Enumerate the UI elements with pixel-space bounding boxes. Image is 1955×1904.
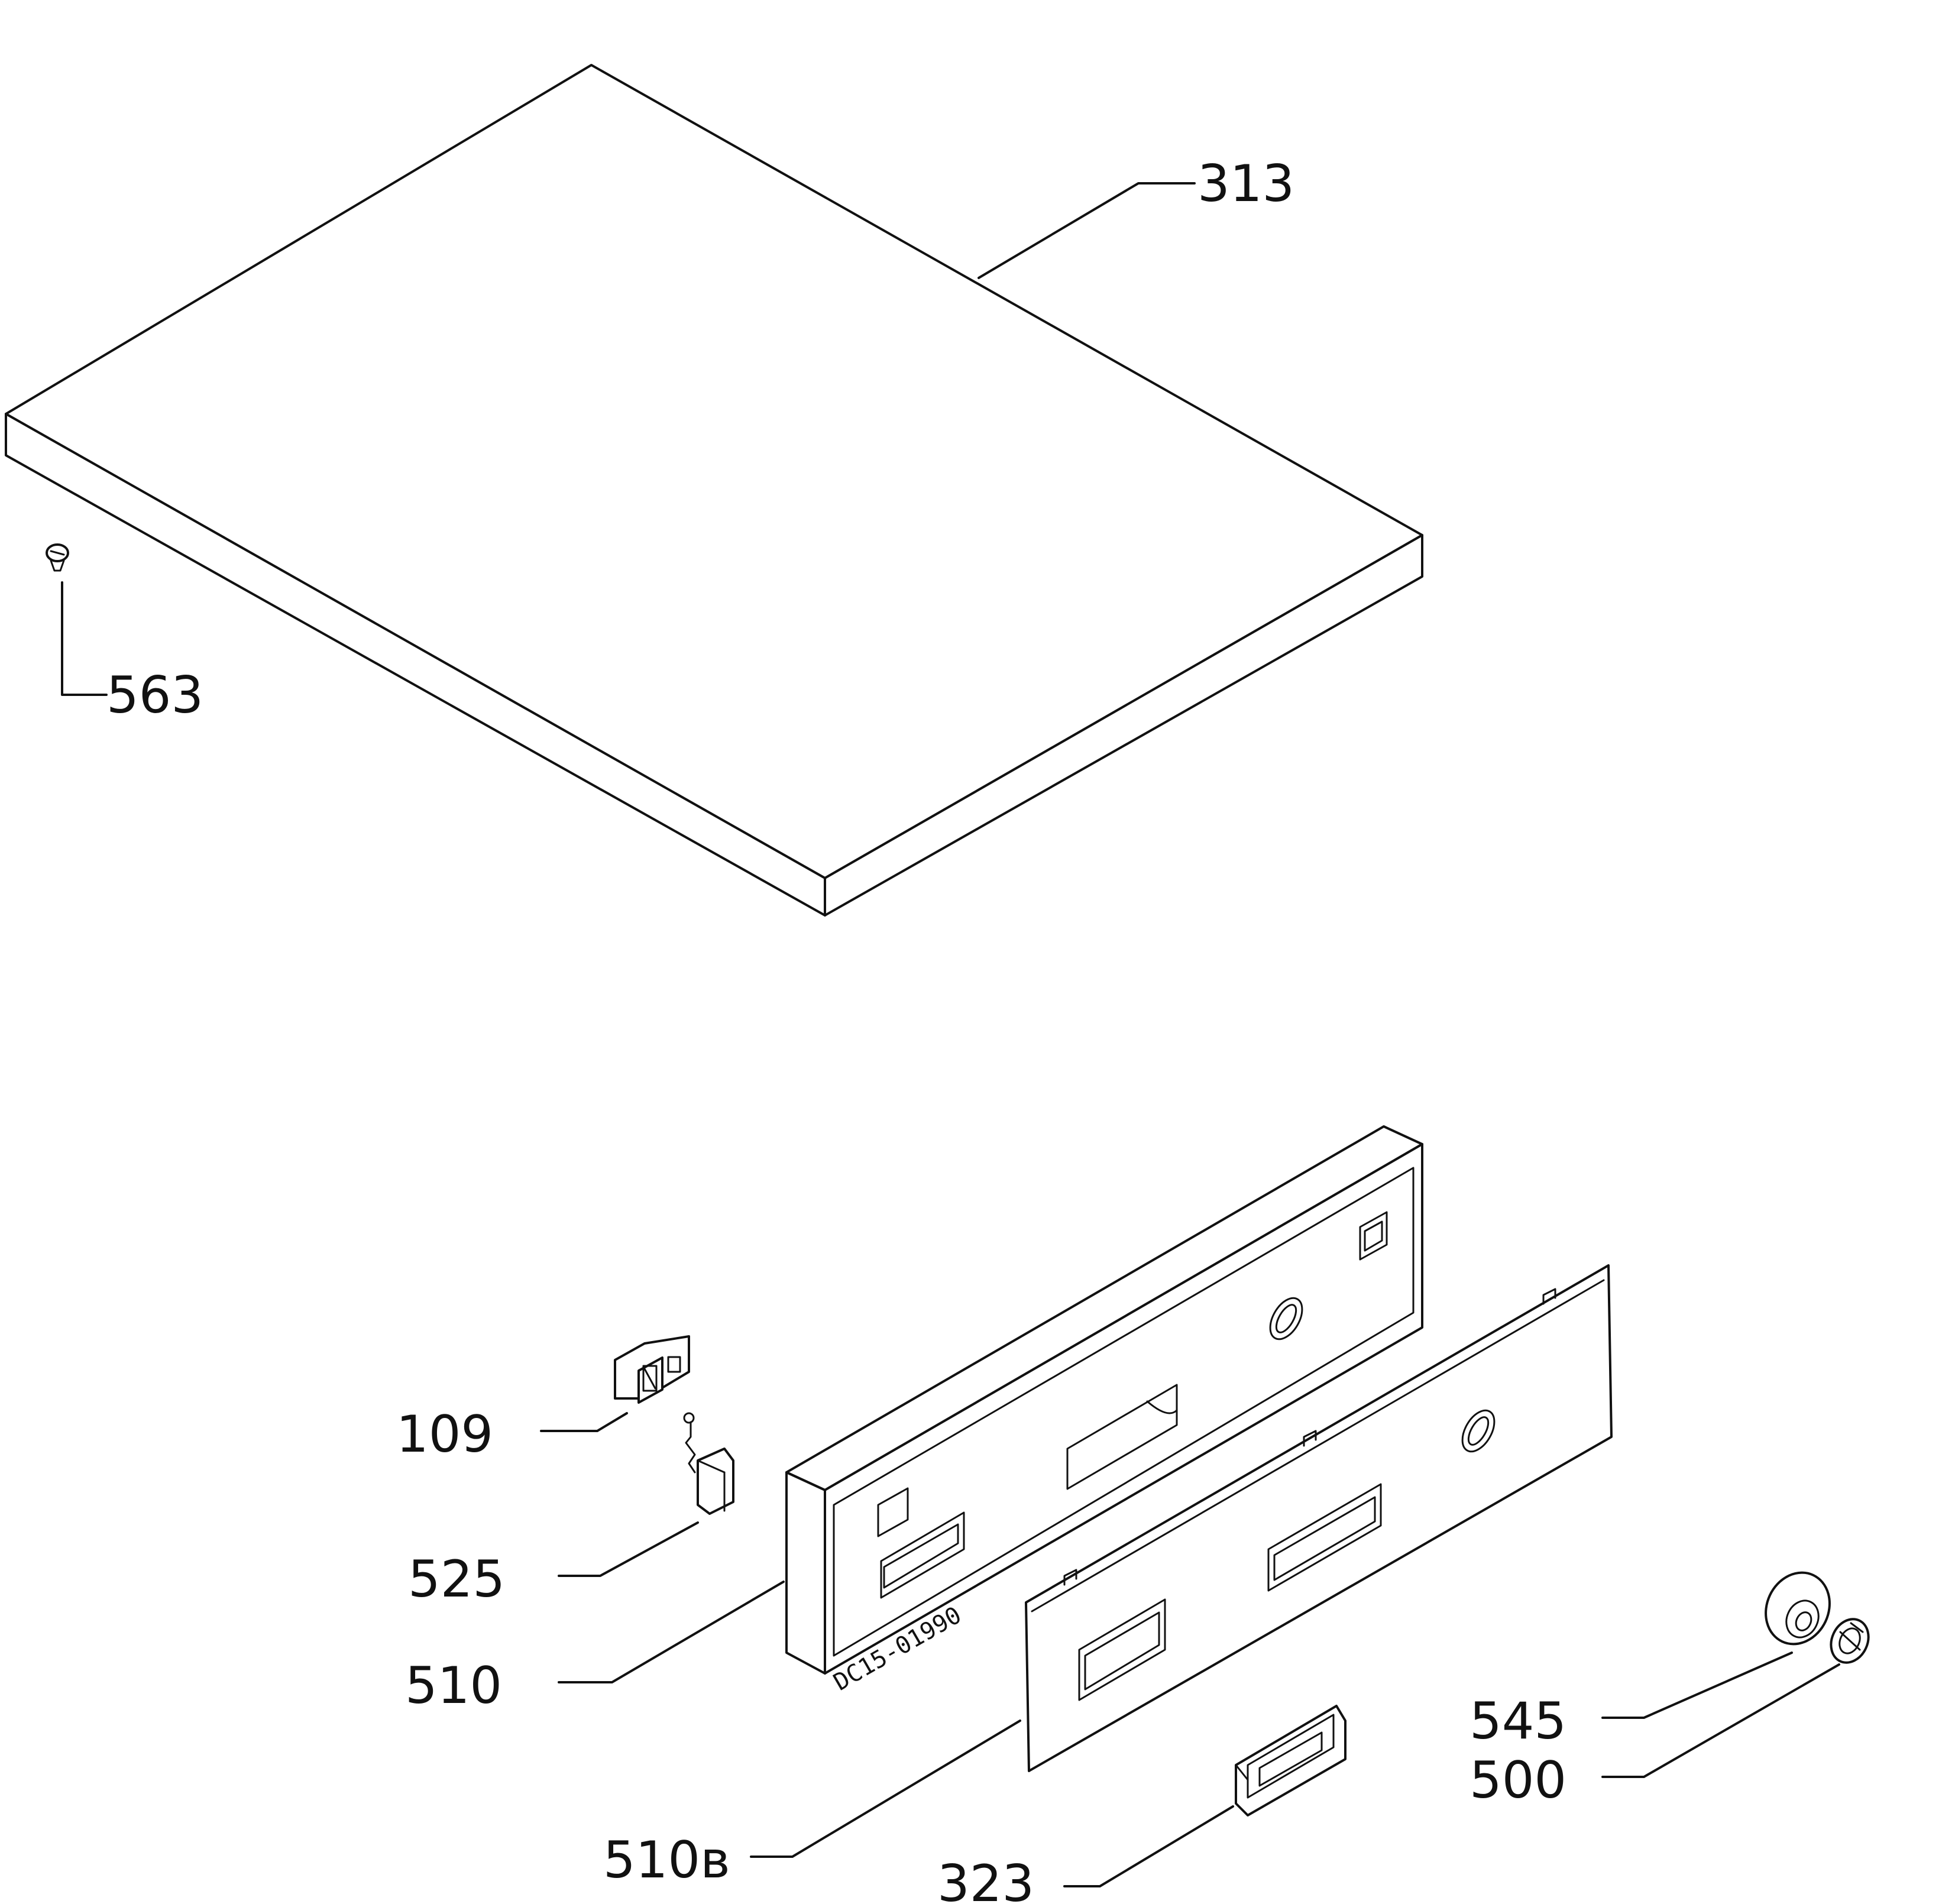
leader-109 [540, 1412, 628, 1432]
screw-563 [46, 543, 69, 572]
control-panel-frame-510 [785, 1125, 1423, 1675]
leader-323 [1063, 1805, 1234, 1887]
callout-545: 545 [1470, 1692, 1566, 1751]
callout-525: 525 [408, 1550, 505, 1609]
leader-510 [558, 1581, 785, 1683]
callout-563: 563 [106, 666, 203, 725]
callout-109: 109 [396, 1405, 493, 1464]
leader-500 [1601, 1663, 1840, 1778]
leader-510b [750, 1720, 1021, 1858]
button-323 [1235, 1705, 1347, 1816]
top-cover-plate [5, 64, 1423, 917]
leader-313 [977, 182, 1196, 279]
callout-510: 510 [405, 1656, 502, 1715]
leader-545 [1601, 1652, 1793, 1719]
leader-525 [558, 1521, 699, 1577]
part-500 [1830, 1618, 1870, 1664]
front-plate-510b [1025, 1264, 1613, 1772]
callout-323: 323 [937, 1854, 1034, 1904]
leader-563 [61, 581, 108, 696]
callout-500: 500 [1470, 1751, 1566, 1810]
callout-510b: 510в [603, 1831, 730, 1890]
callout-313: 313 [1197, 154, 1294, 213]
switch-109 [614, 1335, 690, 1404]
part-525 [683, 1412, 734, 1515]
knob-545 [1765, 1571, 1831, 1646]
